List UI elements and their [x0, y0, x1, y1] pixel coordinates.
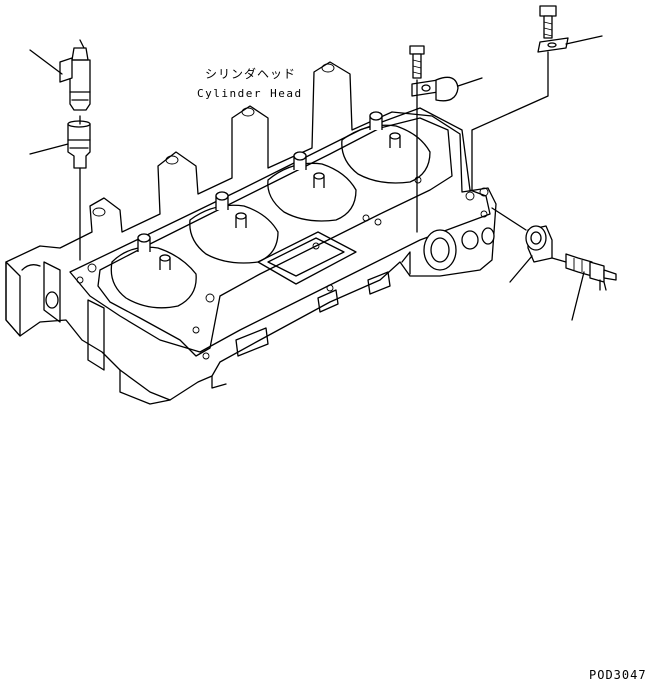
injector-sleeve [67, 120, 91, 169]
temperature-sensor [565, 253, 617, 291]
title-japanese: シリンダヘッド [205, 66, 296, 81]
rocker-posts [137, 111, 401, 270]
bolt-right [539, 5, 557, 39]
bracket [537, 37, 569, 53]
bolt-top [409, 45, 425, 79]
clamp [411, 76, 459, 102]
cylinder-head [5, 61, 497, 405]
plug [525, 225, 553, 263]
title-english: Cylinder Head [197, 87, 303, 100]
leader-lines [29, 35, 603, 321]
figure-code: POD3047 [589, 668, 647, 682]
injector-nozzle-holder [59, 39, 91, 111]
deck-bolt-holes [76, 176, 489, 360]
assembly-lines [79, 51, 567, 263]
